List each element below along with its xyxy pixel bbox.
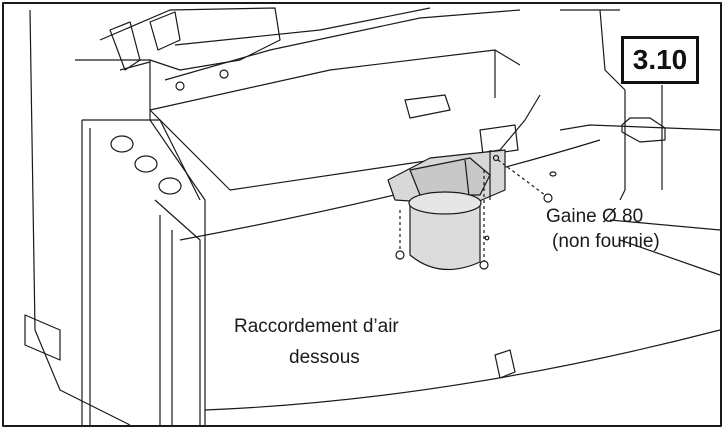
air-connection-label-line2: dessous (289, 347, 360, 368)
panel-holes (110, 135, 182, 195)
right-frame (559, 85, 721, 276)
air-connection-label-line1: Raccordement d’air (234, 316, 399, 337)
air-intake-adapter (387, 149, 506, 271)
duct-label-line1: Gaine Ø 80 (546, 206, 644, 227)
fixing-screws (395, 154, 553, 270)
left-frame-panel (24, 9, 206, 426)
duct-label-line2: (non fournie) (552, 231, 660, 252)
step-number-badge: 3.10 (621, 36, 699, 84)
